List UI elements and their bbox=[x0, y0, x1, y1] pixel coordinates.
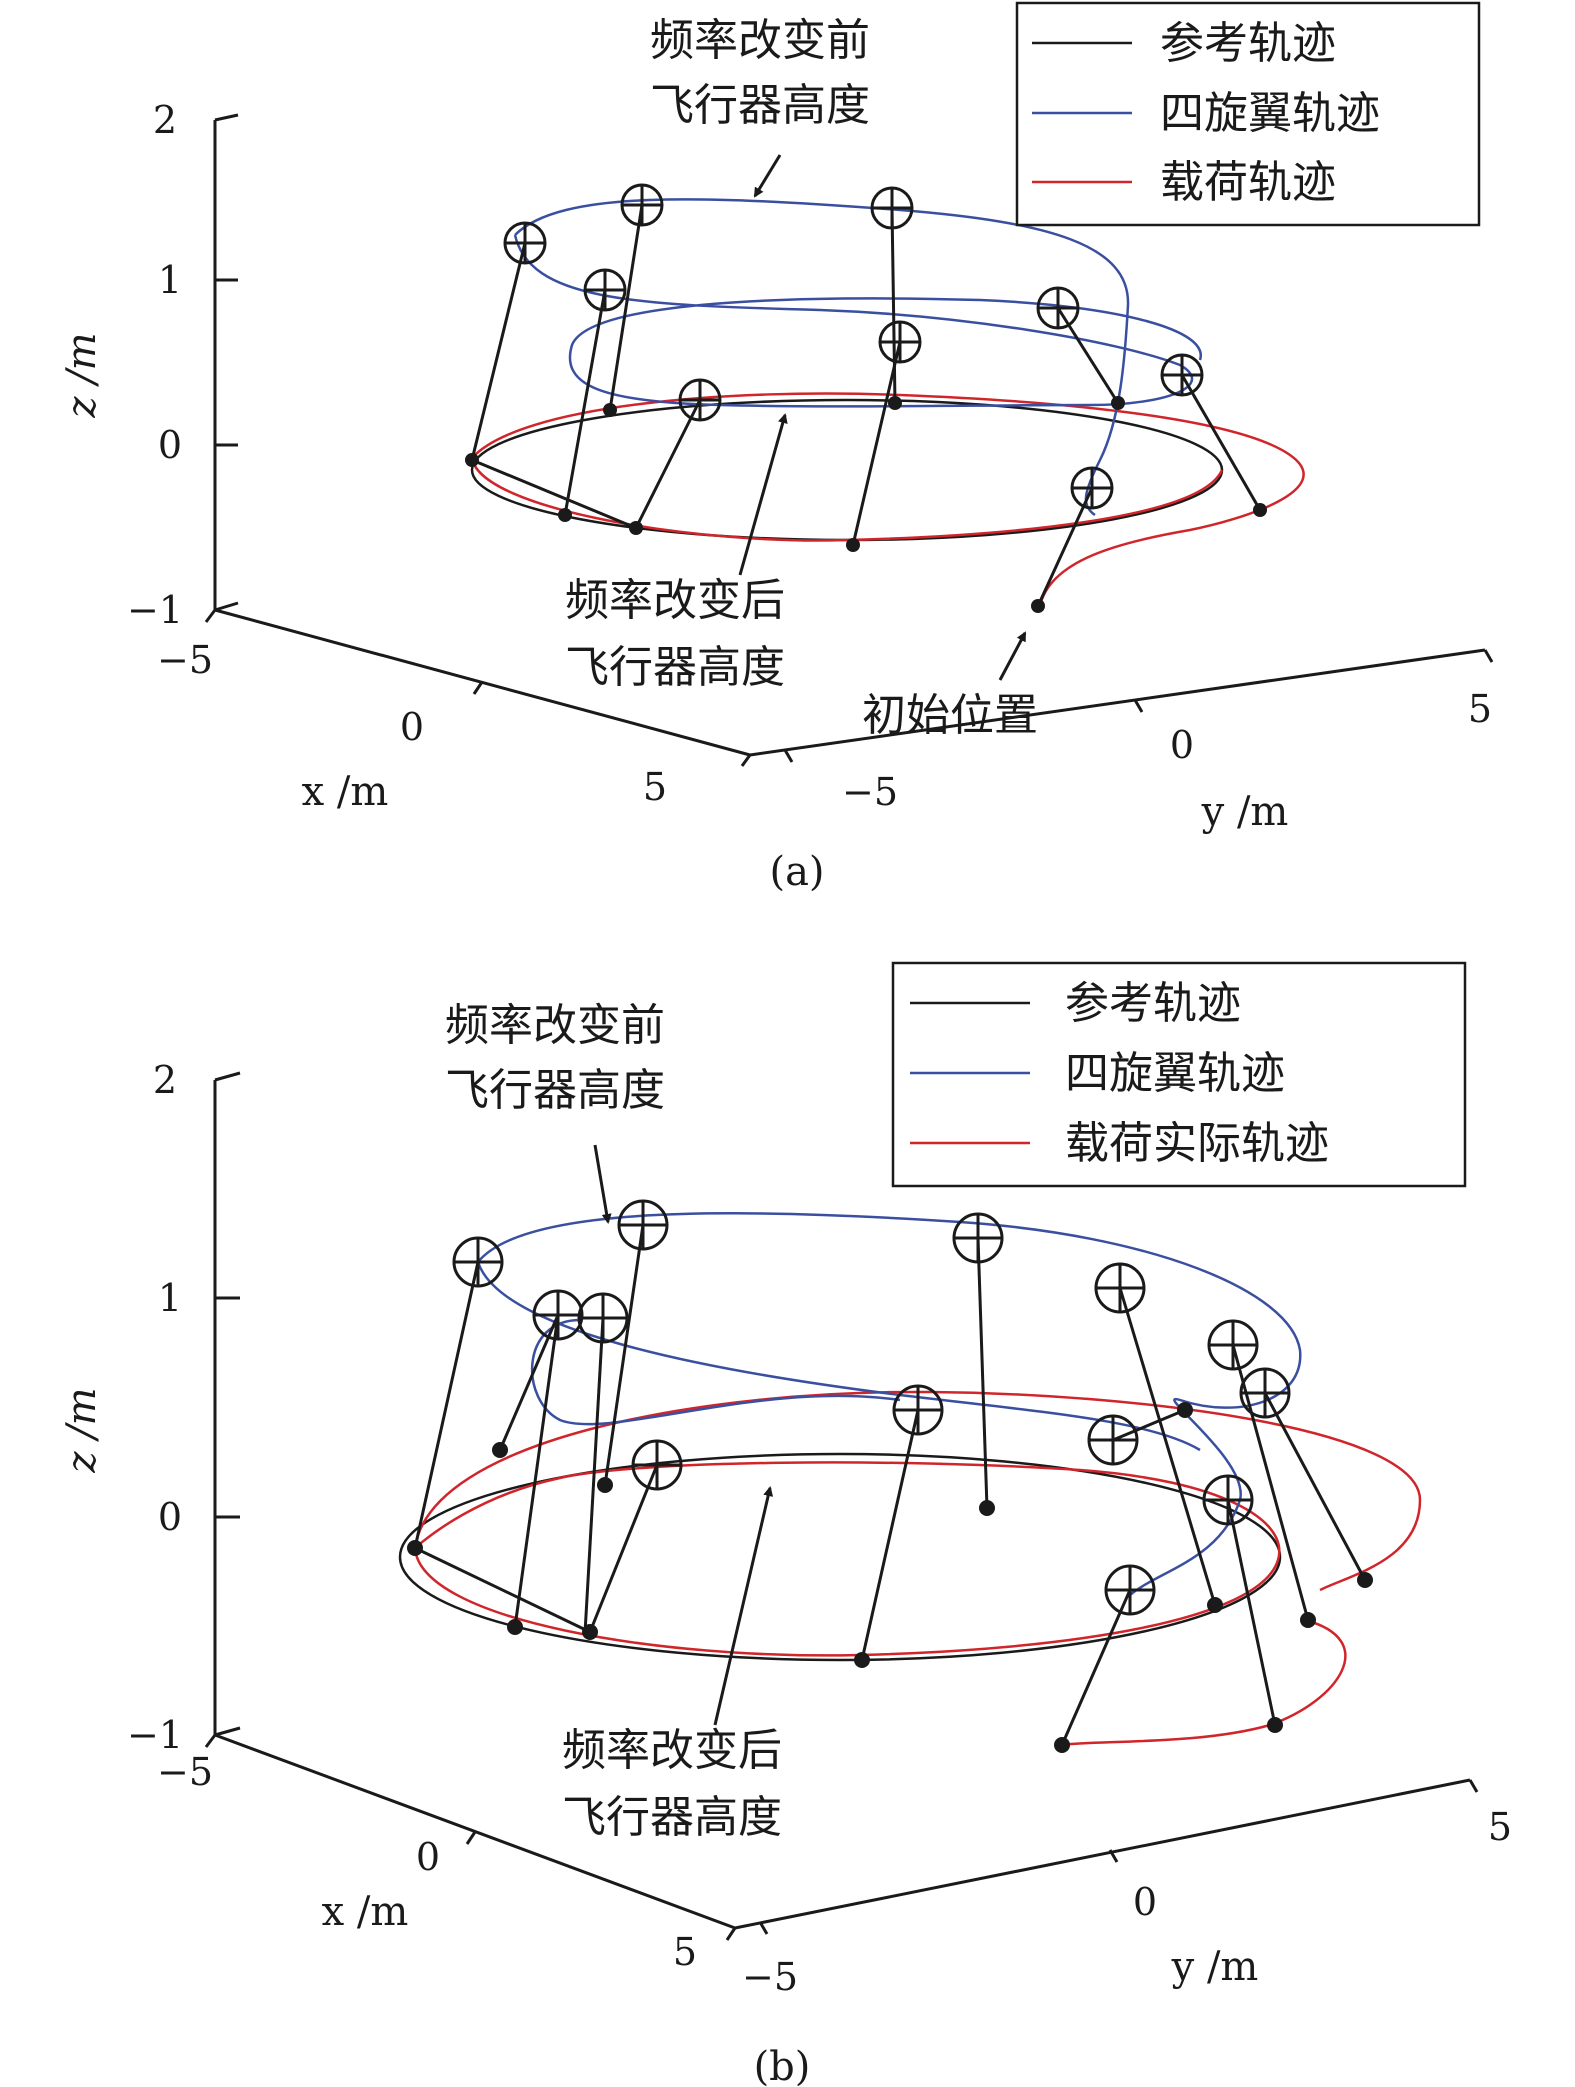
annotation-before-a-1: 频率改变前 bbox=[650, 15, 870, 66]
panel-label-b: (b) bbox=[754, 2044, 811, 2087]
arrow-before-b bbox=[593, 1144, 612, 1224]
x-tick-a-1: 0 bbox=[400, 705, 424, 749]
payload-points-b bbox=[407, 1402, 1373, 1753]
y-tick-a-1: 0 bbox=[1170, 723, 1194, 767]
payload-points-a bbox=[465, 396, 1267, 613]
legend-b: 参考轨迹 四旋翼轨迹 载荷实际轨迹 bbox=[891, 961, 1467, 1188]
annotation-after-a-2: 飞行器高度 bbox=[565, 642, 785, 693]
legend-label-payload-b: 载荷实际轨迹 bbox=[1065, 1118, 1329, 1169]
z-label-a: z /m bbox=[59, 332, 105, 418]
z-tick-b-3: −1 bbox=[127, 1713, 183, 1757]
quadrotor-markers-b bbox=[452, 1199, 1291, 1616]
y-tick-b-1: 0 bbox=[1133, 1880, 1157, 1924]
legend-label-reference-b: 参考轨迹 bbox=[1065, 978, 1241, 1029]
annotation-before-b-1: 频率改变前 bbox=[445, 1000, 665, 1051]
legend-label-reference-a: 参考轨迹 bbox=[1160, 18, 1336, 69]
z-tick-b-2: 0 bbox=[158, 1495, 182, 1539]
axes-a bbox=[204, 113, 1494, 767]
y-tick-b-0: −5 bbox=[742, 1955, 798, 1999]
quadrotor-markers-a bbox=[503, 183, 1204, 510]
panel-b: 2 1 0 −1 −5 0 5 −5 0 5 z /m x /m y /m bbox=[59, 961, 1512, 2087]
z-tick-a-2: 0 bbox=[158, 423, 182, 467]
legend-label-quadrotor-b: 四旋翼轨迹 bbox=[1065, 1048, 1285, 1099]
annotation-start-a: 初始位置 bbox=[862, 690, 1038, 741]
arrow-after-b bbox=[713, 1486, 774, 1726]
y-tick-a-2: 5 bbox=[1468, 687, 1492, 731]
legend-label-quadrotor-a: 四旋翼轨迹 bbox=[1160, 88, 1380, 139]
z-tick-b-0: 2 bbox=[153, 1058, 177, 1102]
arrow-start-a bbox=[998, 631, 1027, 681]
panel-a: 2 1 0 −1 −5 0 5 −5 0 5 z /m x /m y /m bbox=[59, 1, 1494, 895]
annotation-after-a-1: 频率改变后 bbox=[565, 575, 785, 626]
arrow-after-a bbox=[738, 413, 788, 576]
z-tick-a-0: 2 bbox=[153, 98, 177, 142]
panel-label-a: (a) bbox=[769, 849, 824, 895]
z-tick-b-1: 1 bbox=[158, 1276, 182, 1320]
axes-b bbox=[204, 1071, 1479, 1941]
annotation-after-b-1: 频率改变后 bbox=[562, 1725, 782, 1776]
x-tick-b-1: 0 bbox=[416, 1835, 440, 1879]
legend-a: 参考轨迹 四旋翼轨迹 载荷轨迹 bbox=[1015, 1, 1481, 227]
x-label-b: x /m bbox=[322, 1889, 409, 1935]
x-tick-a-0: −5 bbox=[157, 638, 213, 682]
y-tick-a-0: −5 bbox=[842, 770, 898, 814]
y-label-a: y /m bbox=[1201, 789, 1289, 835]
x-tick-b-0: −5 bbox=[157, 1750, 213, 1794]
x-tick-b-2: 5 bbox=[673, 1930, 697, 1974]
arrow-before-a bbox=[753, 154, 782, 198]
cables-b bbox=[413, 1224, 1367, 1746]
y-axis-b bbox=[734, 1778, 1471, 1930]
x-tick-a-2: 5 bbox=[643, 765, 667, 809]
y-tick-b-2: 5 bbox=[1488, 1805, 1512, 1849]
z-tick-a-1: 1 bbox=[158, 258, 182, 302]
z-label-b: z /m bbox=[59, 1387, 105, 1473]
x-label-a: x /m bbox=[302, 769, 389, 815]
y-axis-a bbox=[749, 648, 1486, 757]
payload-trajectory-a bbox=[470, 392, 1305, 607]
annotation-before-a-2: 飞行器高度 bbox=[650, 80, 870, 131]
z-tick-a-3: −1 bbox=[127, 588, 183, 632]
x-axis-b bbox=[214, 1733, 736, 1930]
annotation-after-b-2: 飞行器高度 bbox=[562, 1792, 782, 1843]
legend-label-payload-a: 载荷轨迹 bbox=[1160, 157, 1336, 208]
annotation-before-b-2: 飞行器高度 bbox=[445, 1065, 665, 1116]
y-label-b: y /m bbox=[1171, 1944, 1259, 1990]
